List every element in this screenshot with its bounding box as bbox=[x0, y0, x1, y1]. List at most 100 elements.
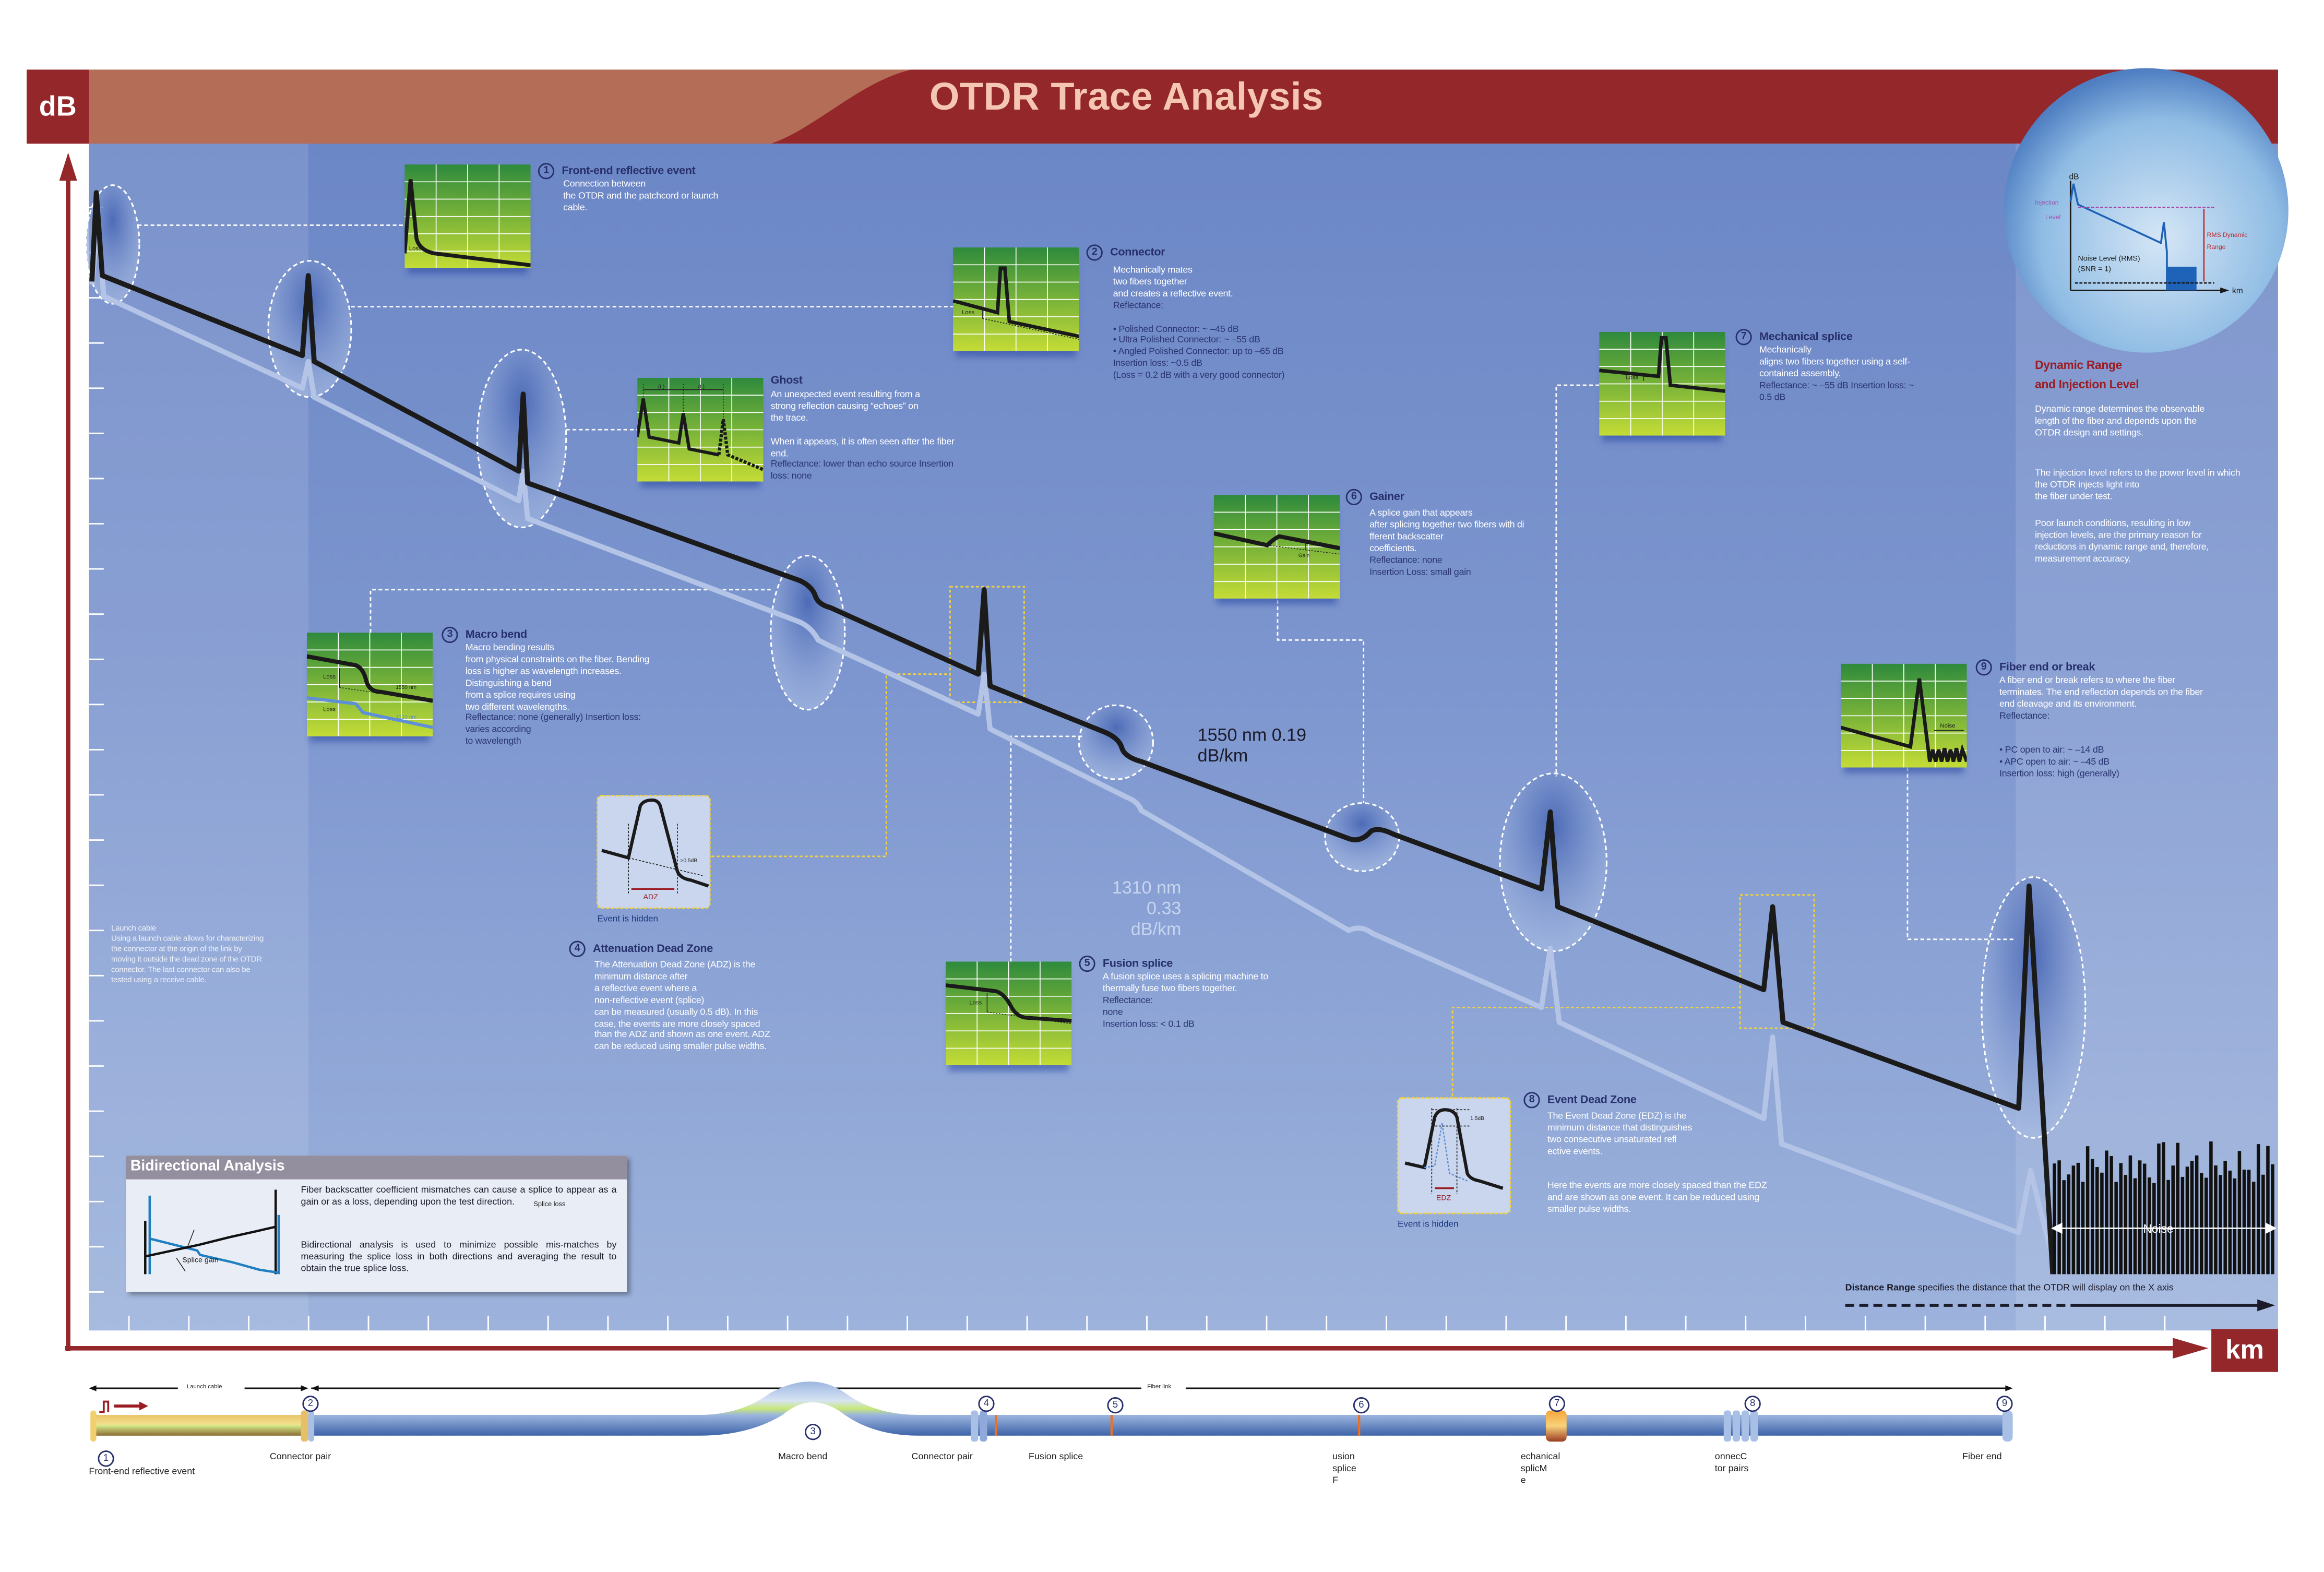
text-line: can be measured (usually 0.5 dB). In thi… bbox=[594, 1007, 758, 1018]
event-number: 6 bbox=[1345, 489, 1362, 506]
splice-gain-label: Splice gain bbox=[182, 1256, 219, 1266]
inset-label: Loss bbox=[969, 1000, 982, 1006]
inset-edz-diagram: EDZ 1.5dB bbox=[1397, 1097, 1511, 1214]
launch-conditions-paragraph: Poor launch conditions, resulting in low… bbox=[2035, 519, 2272, 566]
text-line: Connector pair bbox=[911, 1452, 973, 1462]
noise-bar bbox=[2185, 1166, 2189, 1275]
noise-bar bbox=[2085, 1146, 2090, 1275]
noise-bar bbox=[2138, 1160, 2142, 1275]
event-number: 5 bbox=[1079, 956, 1095, 972]
distance-range-caption: Distance Range specifies the distance th… bbox=[1845, 1283, 2174, 1293]
noise-bar bbox=[2228, 1170, 2232, 1275]
injection-label: Injection bbox=[2035, 199, 2058, 206]
text-line: • Polished Connector: ~ –45 dB bbox=[1113, 324, 1239, 335]
adz-threshold: >0.5dB bbox=[681, 858, 698, 864]
front-connector bbox=[90, 1410, 97, 1442]
noise-bar bbox=[2157, 1144, 2161, 1275]
edz-caption: Event is hidden bbox=[1398, 1221, 1459, 1230]
text-line bbox=[1547, 1170, 1791, 1181]
event-title: Attenuation Dead Zone bbox=[592, 942, 713, 955]
y-axis-ticks bbox=[89, 207, 104, 1293]
text-line: two fibers together bbox=[1113, 277, 1187, 288]
event-description: A fiber end or break refers to where the… bbox=[1976, 675, 2228, 710]
text-line: Insertion loss: high (generally) bbox=[1999, 769, 2119, 780]
text-line: 0.5 dB bbox=[1759, 392, 1785, 403]
noise-bar bbox=[2171, 1165, 2175, 1275]
text-line: the fiber under test. bbox=[2035, 491, 2113, 502]
text-line: Mechanically mates bbox=[1113, 265, 1193, 276]
inset-dynamic-range-chart: dB km Injection Level RMS Dynamic Range … bbox=[2035, 172, 2247, 295]
text-line: A splice gain that appears bbox=[1369, 508, 1473, 519]
text-line: (Loss = 0.2 dB with a very good connecto… bbox=[1113, 371, 1285, 382]
noise-marker bbox=[2051, 1222, 2277, 1234]
noise-bar bbox=[2233, 1178, 2237, 1275]
pulse-icon bbox=[99, 1400, 110, 1413]
event-number: 7 bbox=[1735, 329, 1752, 346]
adz-label: ADZ bbox=[643, 893, 659, 901]
connector-pair-2a bbox=[971, 1410, 979, 1442]
event-specs: Reflectance: lower than echo source Inse… bbox=[771, 460, 986, 483]
event-title: Macro bend bbox=[465, 627, 527, 641]
inset-fusion-chart: Loss bbox=[945, 961, 1072, 1066]
edz-leader bbox=[1451, 1006, 1741, 1097]
text-line: Distinguishing a bend bbox=[465, 678, 552, 689]
text-line: two different wavelengths. bbox=[465, 701, 569, 712]
text-line: When it appears, it is often seen after … bbox=[770, 436, 955, 447]
text-line: • PC open to air: ~ –14 dB bbox=[1999, 746, 2104, 757]
event-highlight-macro-bend bbox=[770, 554, 846, 711]
text-line: Reflectance: bbox=[1999, 710, 2050, 721]
inset-label: Loss bbox=[323, 707, 336, 713]
rms-label: Range bbox=[2207, 243, 2226, 251]
text-line: An unexpected event resulting from a bbox=[770, 389, 920, 400]
noise-bar bbox=[2180, 1176, 2185, 1275]
event-specs: Reflectance: ~ –55 dB Insertion loss: ~0… bbox=[1736, 380, 1958, 404]
text-line bbox=[771, 425, 986, 436]
adz-box bbox=[949, 586, 1025, 704]
inset-fiber-end-chart: Noise bbox=[1841, 663, 1967, 768]
text-line: Here the events are more closely spaced … bbox=[1547, 1181, 1767, 1192]
noise-bar bbox=[2067, 1174, 2071, 1275]
inset-label: 1310 nm bbox=[396, 714, 416, 720]
text-line: thermally fuse two fibers together. bbox=[1102, 983, 1237, 994]
inset-label: Noise bbox=[1940, 723, 1955, 729]
connector-pair-1b bbox=[308, 1410, 315, 1442]
event-number: 4 bbox=[569, 940, 586, 957]
fiber-marker-6: 6 bbox=[1353, 1397, 1370, 1414]
text-line: Insertion loss: < 0.1 dB bbox=[1102, 1019, 1195, 1029]
noise-level-label: (SNR = 1) bbox=[2078, 265, 2111, 273]
text-line: Reflectance: lower than echo source Inse… bbox=[770, 460, 954, 471]
text-line: from a splice requires using bbox=[465, 689, 576, 700]
injection-level-paragraph: The injection level refers to the power … bbox=[2035, 468, 2272, 503]
event-title: Gainer bbox=[1369, 490, 1404, 503]
inset-macro-bend-chart: Loss Loss 1550 nm 1310 nm bbox=[306, 633, 433, 736]
fiber-label-1: Front-end reflective event bbox=[89, 1467, 195, 1479]
text-line: Connection between bbox=[563, 179, 646, 190]
text-line bbox=[1113, 312, 1339, 324]
connector-pair-2b bbox=[980, 1410, 987, 1442]
text-line: length of the fiber and depends upon the bbox=[2035, 416, 2197, 427]
x-axis-label: km bbox=[2211, 1329, 2278, 1372]
fiber-marker-2: 2 bbox=[302, 1396, 319, 1412]
fiber-link-span-label: Fiber link bbox=[1147, 1382, 1172, 1390]
text-line: measurement accuracy. bbox=[2035, 554, 2131, 565]
fiber-marker-7: 7 bbox=[1548, 1396, 1565, 1412]
fiber-link-diagram bbox=[89, 1382, 2013, 1442]
text-line: dB/km bbox=[1197, 745, 1248, 766]
event-specs: Reflectance: • Polished Connector: ~ –45… bbox=[1087, 300, 1339, 382]
text-line: Dynamic Range bbox=[2035, 358, 2122, 372]
text-line: F bbox=[1332, 1475, 1339, 1486]
noise-bar bbox=[2124, 1175, 2128, 1275]
bidirectional-paragraph-2: Bidirectional analysis is used to minimi… bbox=[301, 1240, 617, 1275]
text-line: OTDR design and settings. bbox=[2035, 427, 2143, 438]
text-line: connector. The last connector can also b… bbox=[111, 966, 251, 975]
